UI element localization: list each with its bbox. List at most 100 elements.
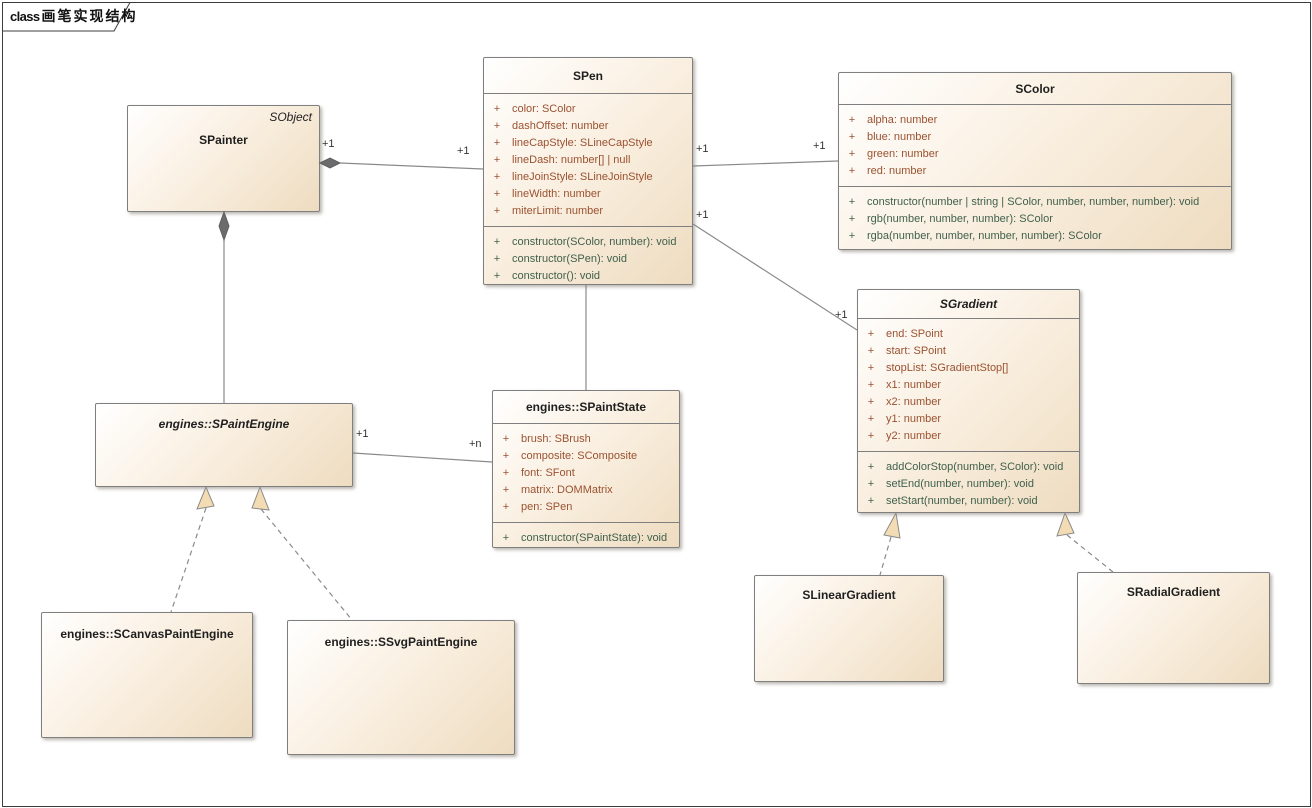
class-scanvaspaintengine: engines::SCanvasPaintEngine xyxy=(41,612,253,738)
class-spainter: SObject SPainter xyxy=(127,105,320,212)
visibility-public: + xyxy=(502,450,510,462)
attribute-text: x2: number xyxy=(886,396,942,408)
multiplicity-scolor-end: +1 xyxy=(813,140,826,152)
multiplicity-spen-left-end: +1 xyxy=(457,145,470,157)
attribute-text: font: SFont xyxy=(521,467,575,479)
attribute-text: end: SPoint xyxy=(886,328,943,340)
visibility-public: + xyxy=(867,328,875,340)
method-row: + rgba(number, number, number, number): S… xyxy=(839,228,1231,245)
attribute-text: lineWidth: number xyxy=(512,188,601,200)
visibility-public: + xyxy=(493,253,501,265)
method-row: + constructor(SPaintState): void xyxy=(493,530,679,547)
visibility-public: + xyxy=(502,484,510,496)
methods-section: +constructor(SColor, number): void + cons… xyxy=(484,226,692,291)
multiplicity-spaintstate-end: +n xyxy=(469,438,482,450)
class-spen: SPen +color: SColor +dashOffset: number … xyxy=(483,57,693,285)
stereotype-label: SObject xyxy=(269,110,312,124)
method-row: + rgb(number, number, number): SColor xyxy=(839,211,1231,228)
visibility-public: + xyxy=(867,379,875,391)
method-text: constructor(SPen): void xyxy=(512,253,627,265)
visibility-public: + xyxy=(848,131,856,143)
visibility-public: + xyxy=(867,495,875,507)
attribute-row: +miterLimit: number xyxy=(484,203,692,220)
visibility-public: + xyxy=(848,213,856,225)
visibility-public: + xyxy=(867,362,875,374)
method-text: rgb(number, number, number): SColor xyxy=(867,213,1053,225)
attribute-row: +start: SPoint xyxy=(858,343,1079,360)
method-text: constructor(number | string | SColor, nu… xyxy=(867,196,1200,208)
attribute-row: + y2: number xyxy=(858,428,1079,445)
attribute-text: pen: SPen xyxy=(521,501,573,513)
method-row: +addColorStop(number, SColor): void xyxy=(858,459,1079,476)
attribute-row: +red: number xyxy=(839,163,1231,180)
attribute-text: lineCapStyle: SLineCapStyle xyxy=(512,137,653,149)
method-text: rgba(number, number, number, number): SC… xyxy=(867,230,1102,242)
method-row: +constructor(number | string | SColor, n… xyxy=(839,194,1231,211)
attributes-section: +end: SPoint +start: SPoint +stopList: S… xyxy=(858,319,1079,451)
class-ssvgpaintengine: engines::SSvgPaintEngine xyxy=(287,620,515,755)
methods-section: + constructor(number | string | SColor, n… xyxy=(839,186,1231,251)
method-row: +constructor(SColor, number): void xyxy=(484,234,692,251)
attribute-text: matrix: DOMMatrix xyxy=(521,484,613,496)
method-row: +setEnd(number, number): void xyxy=(858,476,1079,493)
visibility-public: + xyxy=(848,230,856,242)
class-scolor: SColor +alpha: number +blue: number +gre… xyxy=(838,72,1232,250)
class-title: SPen xyxy=(484,58,692,94)
class-sgradient: SGradient +end: SPoint +start: SPoint +s… xyxy=(857,289,1080,513)
attribute-row: +pen: SPen xyxy=(493,499,679,516)
attribute-text: composite: SComposite xyxy=(521,450,638,462)
attribute-text: alpha: number xyxy=(867,114,938,126)
class-title: SColor xyxy=(839,73,1231,105)
class-spaintengine: engines::SPaintEngine xyxy=(95,403,353,487)
attribute-text: y1: number xyxy=(886,413,942,425)
visibility-public: + xyxy=(848,148,856,160)
method-text: addColorStop(number, SColor): void xyxy=(886,461,1064,473)
attribute-row: +x2: number xyxy=(858,394,1079,411)
method-text: constructor(SPaintState): void xyxy=(521,532,668,544)
class-spaintstate: engines::SPaintState +brush: SBrush +com… xyxy=(492,390,680,548)
multiplicity-spen-right-end: +1 xyxy=(696,143,709,155)
visibility-public: + xyxy=(502,433,510,445)
method-row: + constructor(): void xyxy=(484,268,692,285)
attribute-row: +lineDash: number[] | null xyxy=(484,152,692,169)
attribute-text: y2: number xyxy=(886,430,942,442)
attribute-row: + color: SColor xyxy=(484,101,692,118)
method-row: +setStart(number, number): void xyxy=(858,493,1079,510)
visibility-public: + xyxy=(848,114,856,126)
methods-section: + constructor(SPaintState): void xyxy=(493,522,679,553)
attribute-text: green: number xyxy=(867,148,939,160)
visibility-public: + xyxy=(493,270,501,282)
attribute-text: start: SPoint xyxy=(886,345,946,357)
visibility-public: + xyxy=(493,103,501,115)
attribute-row: +dashOffset: number xyxy=(484,118,692,135)
multiplicity-spainter-end: +1 xyxy=(322,138,335,150)
visibility-public: + xyxy=(867,430,875,442)
diagram-tab xyxy=(2,2,131,32)
attribute-row: + y1: number xyxy=(858,411,1079,428)
attribute-text: brush: SBrush xyxy=(521,433,591,445)
visibility-public: + xyxy=(867,478,875,490)
attribute-text: dashOffset: number xyxy=(512,120,609,132)
visibility-public: + xyxy=(502,467,510,479)
attribute-text: color: SColor xyxy=(512,103,576,115)
attribute-text: miterLimit: number xyxy=(512,205,604,217)
class-title: SLinearGradient xyxy=(802,588,896,602)
class-title: SPainter xyxy=(199,133,248,147)
class-title: engines::SPaintState xyxy=(493,391,679,424)
attribute-text: lineDash: number[] | null xyxy=(512,154,631,166)
attribute-row: + brush: SBrush xyxy=(493,431,679,448)
attribute-row: + alpha: number xyxy=(839,112,1231,129)
visibility-public: + xyxy=(502,532,510,544)
attribute-row: +stopList: SGradientStop[] xyxy=(858,360,1079,377)
visibility-public: + xyxy=(493,137,501,149)
method-text: constructor(): void xyxy=(512,270,601,282)
class-title: engines::SCanvasPaintEngine xyxy=(60,627,234,641)
attributes-section: +color: SColor +dashOffset: number +line… xyxy=(484,94,692,226)
diagram-keyword: class xyxy=(10,9,40,24)
attributes-section: + brush: SBrush + composite: SComposite + f… xyxy=(493,424,679,522)
class-title: SGradient xyxy=(858,290,1079,319)
multiplicity-spen-gradient-end: +1 xyxy=(696,209,709,221)
class-title: engines::SSvgPaintEngine xyxy=(324,635,478,649)
visibility-public: + xyxy=(867,413,875,425)
